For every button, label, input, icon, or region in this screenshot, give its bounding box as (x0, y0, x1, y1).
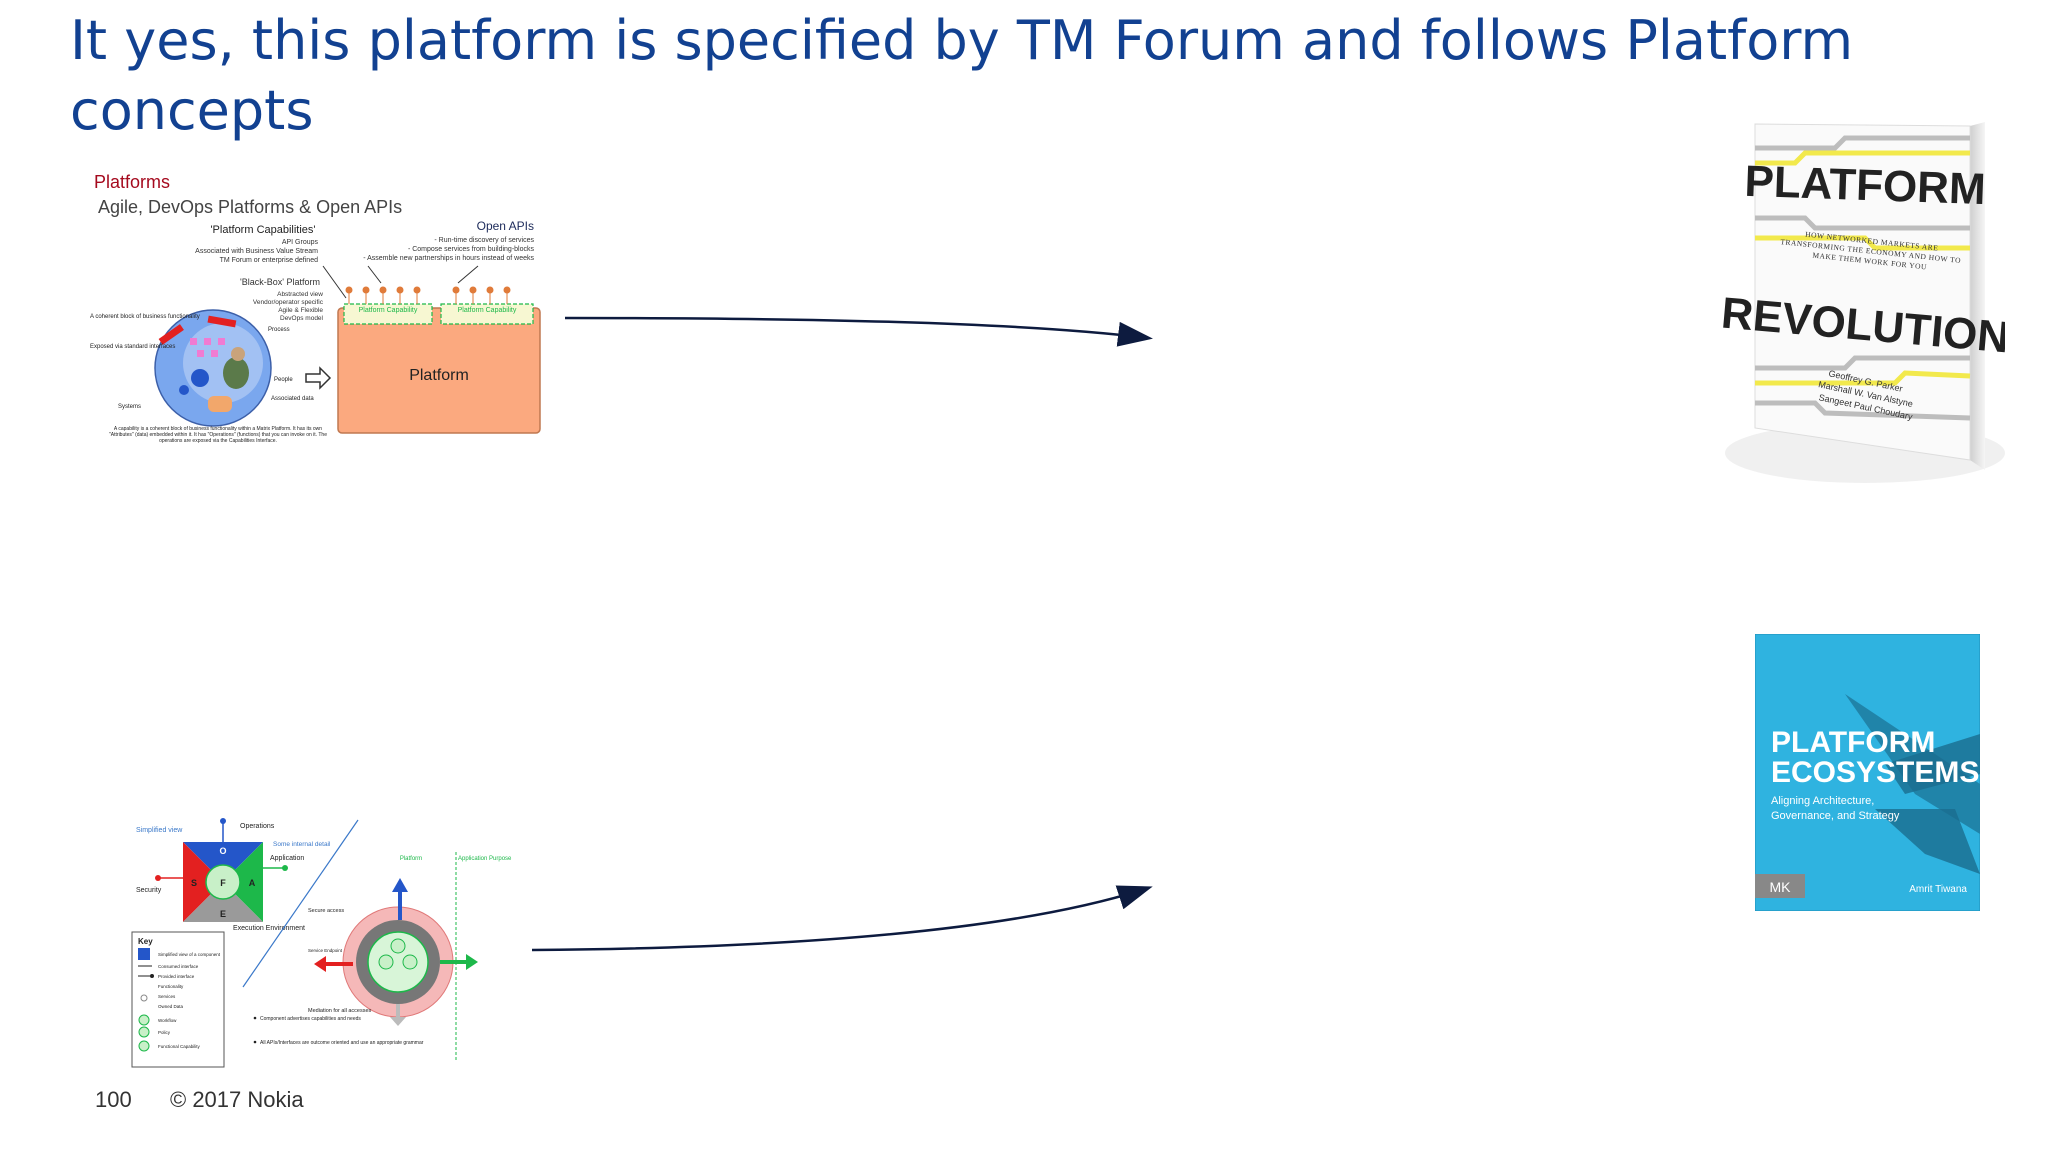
application-label: Application (270, 855, 304, 862)
capability-box (343, 303, 433, 325)
platform-box (337, 307, 541, 434)
slide-title: It yes, this platform is specified by TM… (70, 9, 1854, 142)
security-quadrant (183, 842, 223, 922)
svg-text:Policy: Policy (158, 1030, 171, 1035)
circle-label: Exposed via standard interfaces (90, 344, 175, 350)
operations-arrow (392, 878, 408, 920)
openapis-line: - Assemble new partnerships in hours ins… (363, 255, 534, 262)
svg-text:Provided interface: Provided interface (158, 974, 195, 979)
security-label: Security (136, 887, 162, 894)
pointer-line (322, 265, 347, 299)
platform-capabilities-diagram: Platforms Agile, DevOps Platforms & Open… (90, 172, 541, 444)
operations-label: Operations (240, 823, 275, 830)
openapis-line: - Compose services from building-blocks (408, 246, 535, 253)
hollow-arrow-icon (305, 366, 332, 390)
people-figure (223, 357, 249, 389)
arrow-top (564, 316, 1153, 347)
svg-text:Governance, and Strategy: Governance, and Strategy (1771, 810, 1900, 822)
key-icons (138, 948, 154, 1052)
svg-text:Service Endpoint: Service Endpoint (308, 948, 343, 953)
operations-quadrant (183, 842, 263, 882)
interface-bar (158, 324, 184, 345)
execution-arrow (390, 1004, 406, 1026)
simplified-view-label: Simplified view (136, 827, 183, 834)
copyright: © 2017 Nokia (170, 1087, 304, 1112)
capabilities-title: 'Platform Capabilities' (210, 224, 315, 236)
svg-text:Services: Services (158, 994, 176, 999)
circle-label: People (274, 377, 293, 383)
page-number: 100 (95, 1087, 132, 1112)
data-cylinder (208, 396, 232, 412)
svg-text:Owned Data: Owned Data (158, 1004, 184, 1009)
blackbox-line: Abstracted view (277, 291, 323, 298)
svg-text:O: O (219, 846, 226, 856)
svg-text:Mediation for all accesses: Mediation for all accesses (308, 1008, 372, 1014)
interface-bar (207, 315, 237, 328)
svg-text:Component advertises capabilit: Component advertises capabilities and ne… (260, 1016, 361, 1022)
internal-detail-label: Some internal detail (273, 841, 331, 848)
circle-label: Associated data (271, 396, 314, 402)
process-squares (190, 338, 225, 357)
capability-box (440, 303, 534, 325)
circle-label: Process (268, 327, 290, 333)
api-lollipops (345, 286, 511, 304)
svg-text:ECOSYSTEMS: ECOSYSTEMS (1771, 756, 1979, 789)
circle-label: A coherent block of business functionali… (90, 314, 200, 320)
application-arrow (440, 954, 478, 970)
svg-text:Functionality: Functionality (158, 984, 184, 989)
circle-label: Systems (118, 404, 141, 410)
pointer-line (367, 265, 382, 284)
execution-quadrant (183, 882, 263, 922)
blackbox-line: DevOps model (280, 315, 324, 322)
key-title: Key (138, 937, 153, 946)
svg-text:Amrit Tiwana: Amrit Tiwana (1909, 884, 1967, 895)
execution-env-label: Execution Environment (233, 925, 305, 932)
svg-text:Secure access: Secure access (308, 908, 344, 914)
blackbox-line: Vendor/operator specific (253, 299, 324, 306)
diagram-footnote: A capability is a coherent block of busi… (109, 426, 327, 444)
openapis-title: Open APIs (477, 219, 534, 233)
arrow-bottom (531, 885, 1153, 952)
capabilities-line: API Groups (282, 239, 319, 246)
system-globe (191, 369, 209, 387)
application-quadrant (223, 842, 263, 922)
svg-text:S: S (191, 878, 197, 888)
divider-line (242, 819, 359, 988)
capability-label: Platform Capability (359, 307, 418, 314)
platform-ecosystems-book: PLATFORM ECOSYSTEMS Aligning Architectur… (1755, 634, 1980, 911)
pointer-line (457, 265, 479, 284)
diagram-subheading: Agile, DevOps Platforms & Open APIs (98, 197, 402, 217)
svg-text:F: F (220, 878, 226, 888)
svg-text:E: E (220, 909, 226, 919)
svg-text:Platform: Platform (400, 856, 422, 862)
inner-circle (367, 931, 429, 993)
svg-text:Functional Capability: Functional Capability (158, 1044, 201, 1049)
capability-label: Platform Capability (458, 307, 517, 314)
diagram-heading: Platforms (94, 172, 170, 192)
svg-text:All APIs/Interfaces are outcom: All APIs/Interfaces are outcome oriented… (260, 1040, 424, 1046)
capabilities-line: TM Forum or enterprise defined (220, 257, 319, 264)
svg-text:Application Purpose: Application Purpose (458, 856, 512, 862)
component-model-diagram: Simplified view Operations Application S… (131, 818, 512, 1068)
capabilities-line: Associated with Business Value Stream (195, 248, 318, 255)
svg-text:Consumed interface: Consumed interface (158, 964, 199, 969)
security-arrow (314, 956, 353, 972)
publisher-logo: MK (1770, 879, 1792, 895)
svg-text:A: A (249, 878, 256, 888)
blackbox-title: 'Black-Box' Platform (240, 277, 320, 287)
platform-label: Platform (409, 367, 469, 384)
openapis-line: - Run-time discovery of services (434, 237, 534, 244)
svg-text:Workflow: Workflow (158, 1018, 177, 1023)
platform-revolution-book: PLATFORM HOW NETWORKED MARKETS ARE TRANS… (1719, 122, 2005, 483)
svg-text:Simplified view of a component: Simplified view of a component (158, 952, 221, 957)
blackbox-line: Agile & Flexible (278, 307, 323, 314)
svg-text:PLATFORM: PLATFORM (1744, 157, 1987, 214)
svg-text:PLATFORM: PLATFORM (1771, 726, 1935, 759)
svg-text:Aligning Architecture,: Aligning Architecture, (1771, 795, 1874, 807)
